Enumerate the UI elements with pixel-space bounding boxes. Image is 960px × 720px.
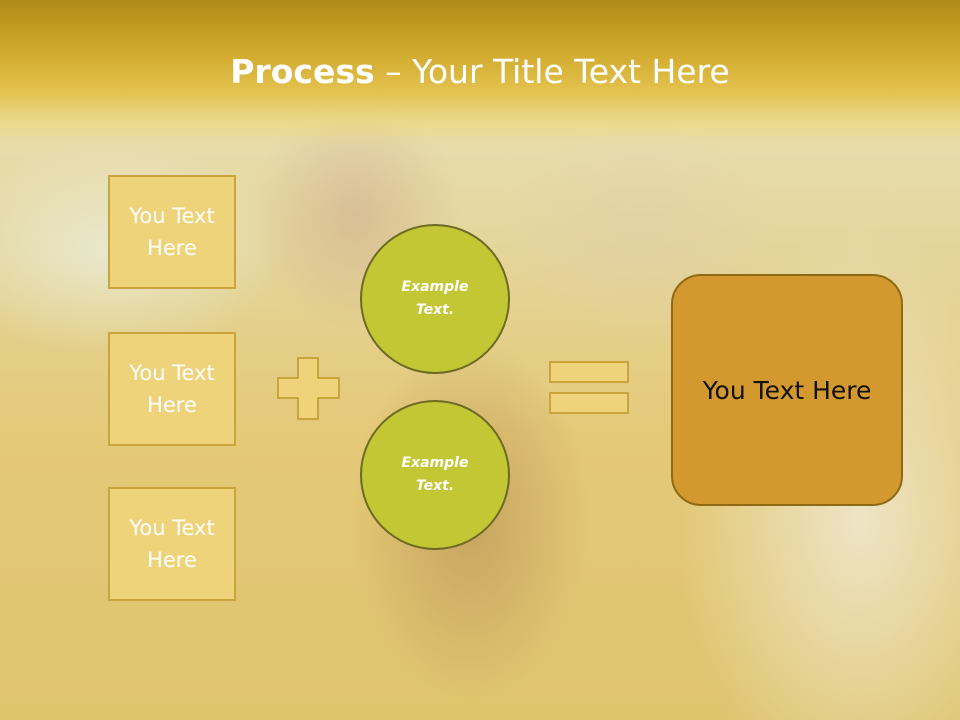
input-box-3: You Text Here — [108, 487, 236, 601]
plus-icon — [277, 357, 340, 420]
title-bold: Process — [230, 52, 375, 91]
result-box: You Text Here — [671, 274, 903, 506]
title-bar — [0, 0, 960, 148]
input-box-1: You Text Here — [108, 175, 236, 289]
slide-title: Process – Your Title Text Here — [0, 52, 960, 91]
example-circle-1: Example Text. — [360, 224, 510, 374]
input-box-2: You Text Here — [108, 332, 236, 446]
title-rest: – Your Title Text Here — [374, 52, 730, 91]
example-circle-2: Example Text. — [360, 400, 510, 550]
equals-icon — [549, 361, 629, 414]
